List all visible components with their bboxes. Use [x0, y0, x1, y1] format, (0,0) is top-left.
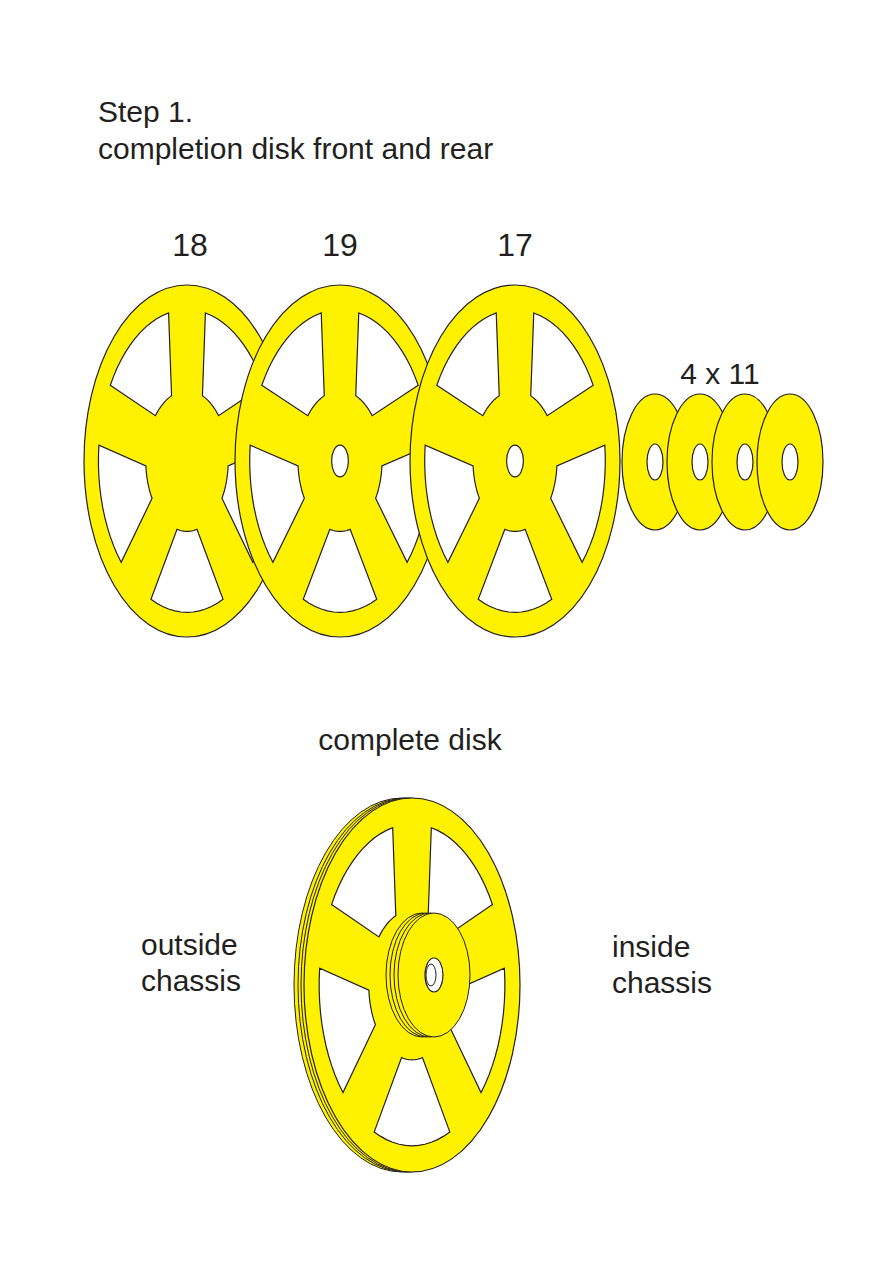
spoke-window	[262, 313, 324, 416]
spoke-window	[250, 445, 305, 562]
part-quantity: 4 x 11	[680, 356, 760, 392]
spoke-window	[437, 313, 499, 416]
spoke-window	[478, 529, 551, 612]
complete-disk	[294, 798, 520, 1172]
part-number: 17	[497, 226, 533, 264]
step-subtitle: completion disk front and rear	[98, 131, 493, 167]
washer-body	[757, 394, 823, 530]
step-title: Step 1.	[98, 94, 193, 130]
spoke-window	[319, 968, 375, 1092]
washer-hole	[692, 444, 708, 480]
side-label: outside chassis	[141, 927, 281, 999]
disk-part	[410, 285, 620, 637]
washer-hole	[737, 444, 753, 480]
spoke-window	[374, 1058, 450, 1146]
washer-hole	[647, 444, 663, 480]
side-label: inside chassis	[612, 929, 752, 1001]
axle-hole	[425, 958, 443, 992]
spoke-window	[551, 445, 606, 562]
part-number: 18	[172, 226, 208, 264]
axle-hole	[507, 445, 524, 477]
washer-part	[757, 394, 823, 530]
washer-stack	[398, 913, 470, 1037]
spoke-window	[151, 529, 223, 612]
disk-rim	[410, 285, 620, 637]
result-label: complete disk	[318, 722, 501, 758]
axle-hole	[332, 445, 349, 477]
spoke-window	[425, 445, 480, 562]
disk-rim	[304, 798, 520, 1172]
spoke-window	[332, 828, 396, 937]
spoke-window	[356, 313, 418, 416]
axle-hole-depth	[426, 964, 436, 986]
spoke-window	[110, 313, 171, 416]
washer-hole	[782, 444, 798, 480]
part-number: 19	[322, 226, 358, 264]
spoke-window	[303, 529, 376, 612]
disk-front	[304, 798, 520, 1172]
spoke-window	[98, 445, 152, 562]
spoke-window	[531, 313, 593, 416]
